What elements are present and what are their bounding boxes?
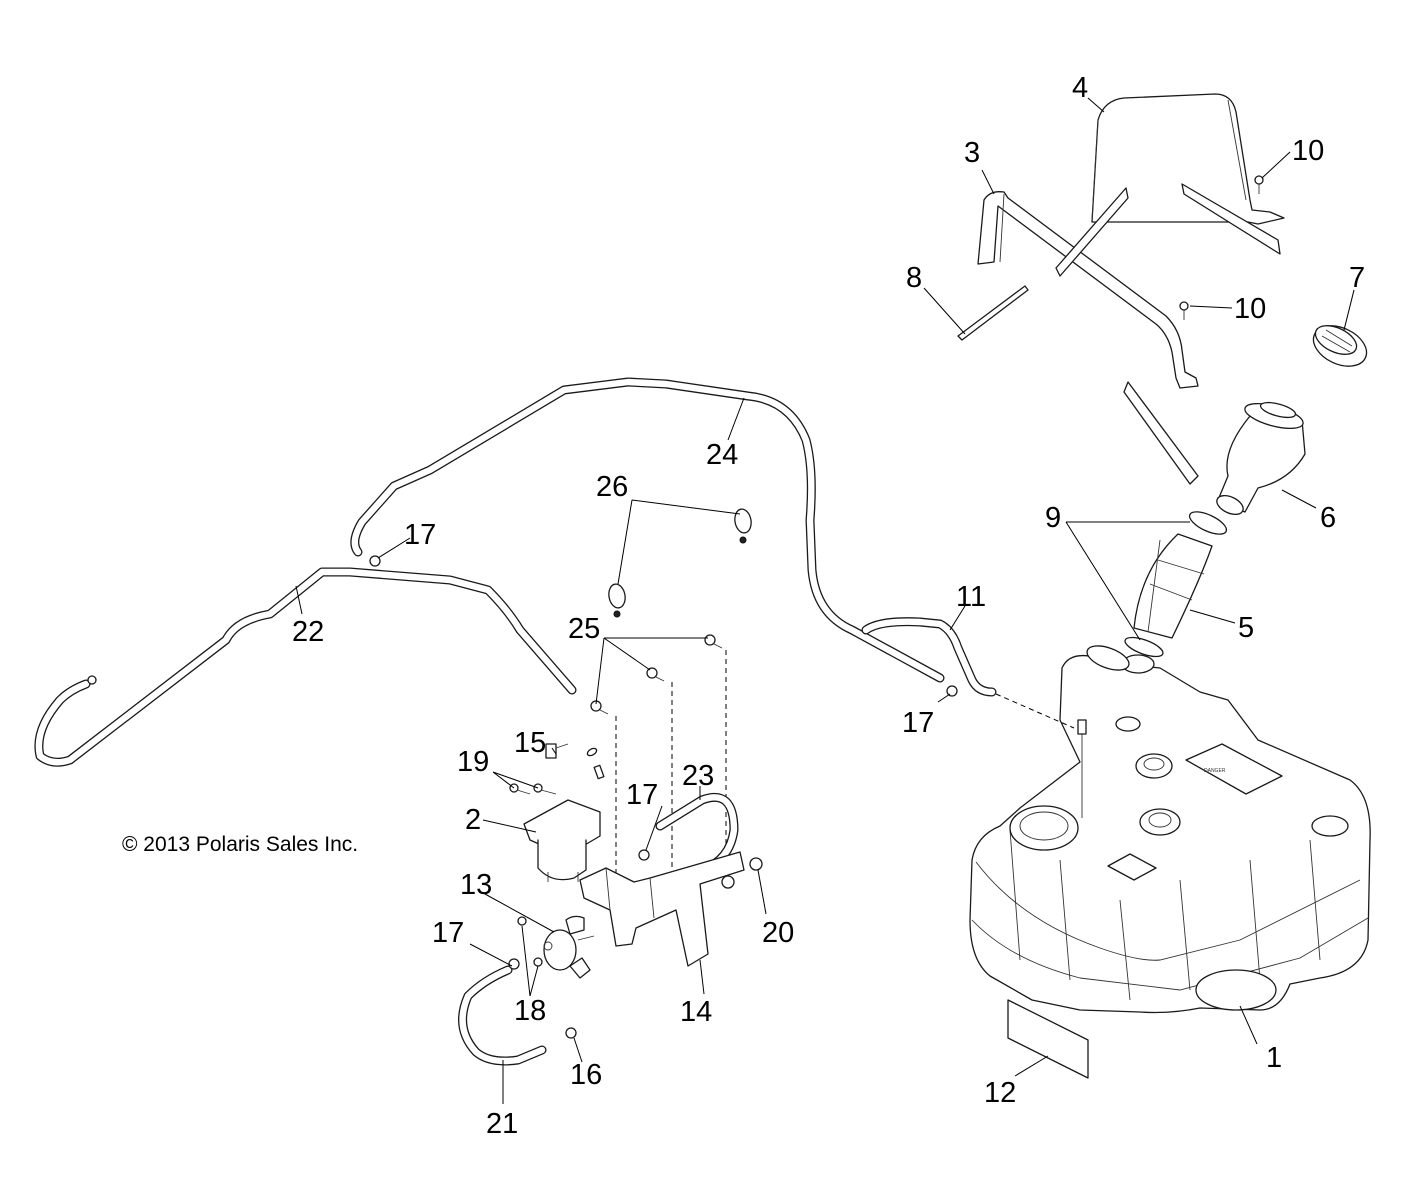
callout-15[interactable]: 15 bbox=[514, 727, 546, 759]
callout-25[interactable]: 25 bbox=[568, 613, 600, 645]
nut[interactable] bbox=[565, 1027, 577, 1039]
callout-20[interactable]: 20 bbox=[762, 917, 794, 949]
fuel-line-lower[interactable] bbox=[34, 567, 577, 767]
callout-2[interactable]: 2 bbox=[465, 804, 481, 836]
callout-26[interactable]: 26 bbox=[596, 471, 628, 503]
fuel-cap[interactable] bbox=[1307, 318, 1373, 374]
callout-17-lower-left[interactable]: 17 bbox=[432, 917, 464, 949]
callout-18[interactable]: 18 bbox=[514, 995, 546, 1027]
callout-5[interactable]: 5 bbox=[1238, 612, 1254, 644]
clamp-lower-left[interactable] bbox=[508, 958, 520, 970]
callout-9[interactable]: 9 bbox=[1045, 502, 1061, 534]
clamp-upper-left[interactable] bbox=[369, 555, 381, 567]
label-decal[interactable] bbox=[1007, 999, 1089, 1079]
fuel-tank[interactable]: DANGER bbox=[969, 641, 1371, 1014]
pump-fittings[interactable] bbox=[517, 916, 543, 967]
strap-pads bbox=[1055, 183, 1281, 485]
callout-10-lower[interactable]: 10 bbox=[1234, 293, 1266, 325]
strap-pad[interactable] bbox=[957, 285, 1029, 341]
callout-17-right[interactable]: 17 bbox=[902, 707, 934, 739]
callout-16[interactable]: 16 bbox=[570, 1059, 602, 1091]
hose-clamps[interactable] bbox=[1123, 507, 1230, 660]
tank-strap-short[interactable] bbox=[1091, 93, 1285, 225]
callout-22[interactable]: 22 bbox=[292, 616, 324, 648]
callout-13[interactable]: 13 bbox=[460, 869, 492, 901]
tank-strap-long[interactable] bbox=[977, 191, 1199, 389]
callout-6[interactable]: 6 bbox=[1320, 502, 1336, 534]
filler-neck[interactable] bbox=[1214, 399, 1306, 519]
strap-bolt-upper[interactable] bbox=[1254, 175, 1264, 194]
filter-bolts[interactable] bbox=[509, 783, 557, 795]
callout-labels: 1 2 3 4 5 6 7 8 9 10 10 11 12 13 14 15 1… bbox=[292, 72, 1365, 1140]
tank-decal-text: DANGER bbox=[1204, 768, 1226, 774]
bracket-screws[interactable] bbox=[590, 634, 723, 715]
fuel-pump[interactable] bbox=[543, 915, 595, 979]
callout-8[interactable]: 8 bbox=[906, 262, 922, 294]
callout-10-upper[interactable]: 10 bbox=[1292, 135, 1324, 167]
fuel-line-upper[interactable] bbox=[350, 377, 945, 683]
callout-19[interactable]: 19 bbox=[457, 746, 489, 778]
callout-24[interactable]: 24 bbox=[706, 439, 738, 471]
callout-4[interactable]: 4 bbox=[1072, 72, 1088, 104]
line-clamps[interactable] bbox=[607, 508, 753, 618]
strap-bolt-lower[interactable] bbox=[1179, 301, 1189, 320]
vent-hose[interactable] bbox=[861, 617, 997, 697]
callout-3[interactable]: 3 bbox=[964, 137, 980, 169]
callout-12[interactable]: 12 bbox=[984, 1077, 1016, 1109]
callout-21[interactable]: 21 bbox=[486, 1108, 518, 1140]
callout-7[interactable]: 7 bbox=[1349, 262, 1365, 294]
callout-14[interactable]: 14 bbox=[680, 996, 712, 1028]
callout-1[interactable]: 1 bbox=[1266, 1042, 1282, 1074]
callout-23[interactable]: 23 bbox=[682, 760, 714, 792]
pump-hose[interactable] bbox=[458, 965, 547, 1066]
clamp-right[interactable] bbox=[946, 685, 958, 697]
callout-17-upper-left[interactable]: 17 bbox=[404, 519, 436, 551]
fuel-filter[interactable] bbox=[523, 799, 601, 882]
callout-11[interactable]: 11 bbox=[956, 581, 986, 613]
mounting-bracket[interactable] bbox=[579, 851, 745, 967]
filler-hose[interactable] bbox=[1133, 533, 1213, 639]
callout-17-center[interactable]: 17 bbox=[626, 779, 658, 811]
leader-lines bbox=[295, 97, 1355, 1104]
copyright-notice: © 2013 Polaris Sales Inc. bbox=[122, 833, 359, 856]
filter-fittings bbox=[586, 747, 605, 780]
clamp-center[interactable] bbox=[638, 849, 650, 861]
clamp-hose-end bbox=[87, 675, 97, 685]
elbow-fitting[interactable] bbox=[545, 743, 569, 759]
bracket-nuts[interactable] bbox=[721, 857, 763, 889]
